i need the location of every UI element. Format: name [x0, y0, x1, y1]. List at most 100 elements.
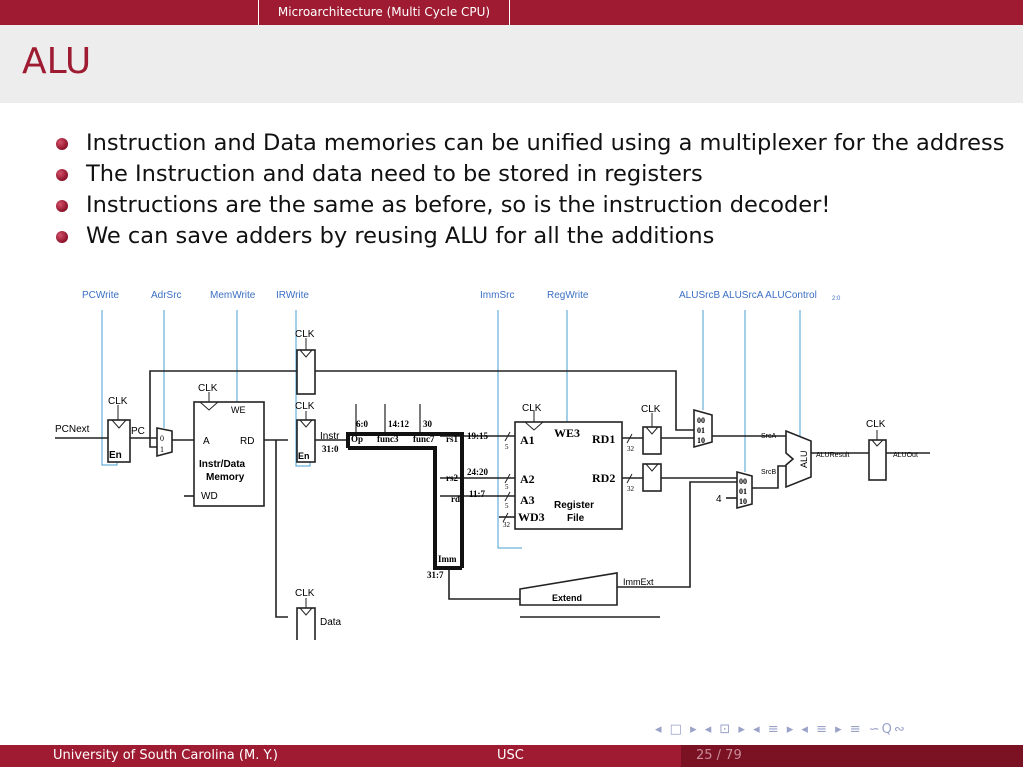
svg-text:A3: A3	[520, 493, 535, 507]
bullet-icon	[56, 231, 68, 243]
svg-text:A1: A1	[520, 433, 535, 447]
svg-text:32: 32	[627, 485, 635, 493]
top-bar: Microarchitecture (Multi Cycle CPU)	[0, 0, 1023, 25]
b-register	[642, 463, 662, 492]
datapath-wires	[55, 370, 930, 618]
bullet-item: Instructions are the same as before, so …	[56, 190, 1004, 221]
footer-page-box: 25 / 79	[681, 745, 1023, 767]
aluout-register: CLK ALUOut	[866, 419, 918, 481]
svg-text:00: 00	[697, 416, 705, 425]
svg-text:01: 01	[697, 426, 705, 435]
svg-text:6:0: 6:0	[356, 419, 368, 429]
data-register: CLK Data	[295, 588, 342, 640]
svg-text:En: En	[298, 451, 310, 461]
bullet-item: The Instruction and data need to be stor…	[56, 159, 1004, 190]
svg-text:rs2: rs2	[446, 473, 458, 483]
svg-text:14:12: 14:12	[388, 419, 409, 429]
aluout-label: ALUOut	[893, 452, 918, 459]
a-register: CLK	[641, 404, 662, 455]
svg-text:1: 1	[160, 445, 164, 454]
extend-unit: Extend ImmExt	[519, 572, 654, 606]
svg-text:11:7: 11:7	[469, 489, 486, 499]
svg-text:RD1: RD1	[592, 432, 615, 446]
pcnext-label: PCNext	[55, 424, 90, 435]
svg-text:Register: Register	[554, 500, 594, 511]
svg-text:rs1: rs1	[446, 434, 458, 444]
register-file: CLK WE3 A1 A2 A3 WD3 RD1 RD2 Register Fi…	[514, 403, 623, 530]
oldpc-register: CLK	[295, 329, 316, 395]
section-title: Microarchitecture (Multi Cycle CPU)	[258, 0, 510, 25]
aluresult-label: ALUResult	[816, 452, 850, 459]
svg-text:A2: A2	[520, 472, 535, 486]
svg-text:CLK: CLK	[641, 404, 661, 415]
svg-text:30: 30	[423, 419, 433, 429]
svg-text:Extend: Extend	[552, 593, 582, 603]
svg-text:32: 32	[503, 521, 511, 529]
footer-bar: University of South Carolina (M. Y.) USC…	[0, 745, 1023, 767]
slide-title: ALU	[22, 41, 92, 82]
svg-text:File: File	[567, 513, 585, 524]
pc-register: En CLK PCNext PC	[55, 396, 145, 463]
bullet-icon	[56, 200, 68, 212]
svg-text:00: 00	[739, 477, 747, 486]
bullet-list: Instruction and Data memories can be uni…	[56, 128, 1004, 252]
svg-text:31:7: 31:7	[427, 570, 444, 580]
svg-text:RD2: RD2	[592, 471, 615, 485]
bullet-icon	[56, 138, 68, 150]
pc-label: PC	[131, 426, 145, 437]
srcb-mux: 00 01 10 4	[716, 470, 753, 510]
svg-text:Op: Op	[351, 434, 363, 444]
alu-controls-label: ALUSrcB ALUSrcA ALUControl	[679, 290, 817, 301]
title-band: ALU	[0, 25, 1023, 103]
svg-text:CLK: CLK	[108, 396, 128, 407]
svg-text:CLK: CLK	[295, 588, 315, 599]
immext-label: ImmExt	[623, 577, 654, 587]
svg-text:CLK: CLK	[198, 383, 218, 394]
svg-text:5: 5	[505, 443, 509, 451]
page-number: 25 / 79	[696, 748, 742, 763]
svg-text:CLK: CLK	[295, 401, 315, 412]
bullet-item: Instruction and Data memories can be uni…	[56, 128, 1004, 159]
svg-text:32: 32	[627, 445, 635, 453]
svg-text:10: 10	[739, 497, 747, 506]
alu: ALU SrcA SrcB ALUResult	[761, 429, 850, 489]
address-mux: 0 1	[156, 427, 173, 458]
svg-text:19:15: 19:15	[467, 431, 488, 441]
svg-text:En: En	[109, 450, 122, 461]
srca-label: SrcA	[761, 433, 777, 440]
const-four: 4	[716, 494, 722, 505]
memwrite-label: MemWrite	[210, 290, 256, 301]
adrsrc-label: AdrSrc	[151, 290, 182, 301]
irwrite-label: IRWrite	[276, 290, 309, 301]
svg-text:5: 5	[505, 483, 509, 491]
instr-register: En CLK Instr 31:0	[295, 401, 340, 463]
svg-text:0: 0	[160, 434, 164, 443]
svg-text:10: 10	[697, 436, 705, 445]
svg-text:ALU: ALU	[799, 450, 809, 468]
svg-text:01: 01	[739, 487, 747, 496]
svg-text:Instr/Data: Instr/Data	[199, 459, 246, 470]
svg-text:Memory: Memory	[206, 472, 245, 483]
instr-data-memory: CLK WE A RD Instr/Data Memory WD	[193, 383, 265, 507]
svg-text:A: A	[203, 436, 210, 447]
data-label: Data	[320, 617, 342, 628]
srca-mux: 00 01 10	[693, 408, 713, 449]
footer-institution: University of South Carolina (M. Y.)	[53, 748, 278, 763]
bus-width-marks	[502, 431, 633, 523]
bullet-item: We can save adders by reusing ALU for al…	[56, 221, 1004, 252]
svg-text:RD: RD	[240, 436, 254, 447]
svg-text:rd: rd	[451, 494, 460, 504]
svg-text:WE: WE	[231, 405, 246, 415]
svg-text:WD: WD	[201, 491, 218, 502]
svg-text:CLK: CLK	[866, 419, 886, 430]
instr-label: Instr	[320, 431, 340, 442]
control-lines	[101, 310, 801, 549]
svg-text:Imm: Imm	[438, 554, 457, 564]
svg-text:func7: func7	[413, 434, 435, 444]
bullet-icon	[56, 169, 68, 181]
svg-text:WD3: WD3	[518, 510, 545, 524]
svg-text:5: 5	[505, 502, 509, 510]
beamer-navigation[interactable]: ◂ □ ▸ ◂ ⊡ ▸ ◂ ≡ ▸ ◂ ≡ ▸ ≡ ∽Q∾	[655, 722, 907, 737]
svg-text:WE3: WE3	[554, 426, 580, 440]
svg-text:CLK: CLK	[522, 403, 542, 414]
